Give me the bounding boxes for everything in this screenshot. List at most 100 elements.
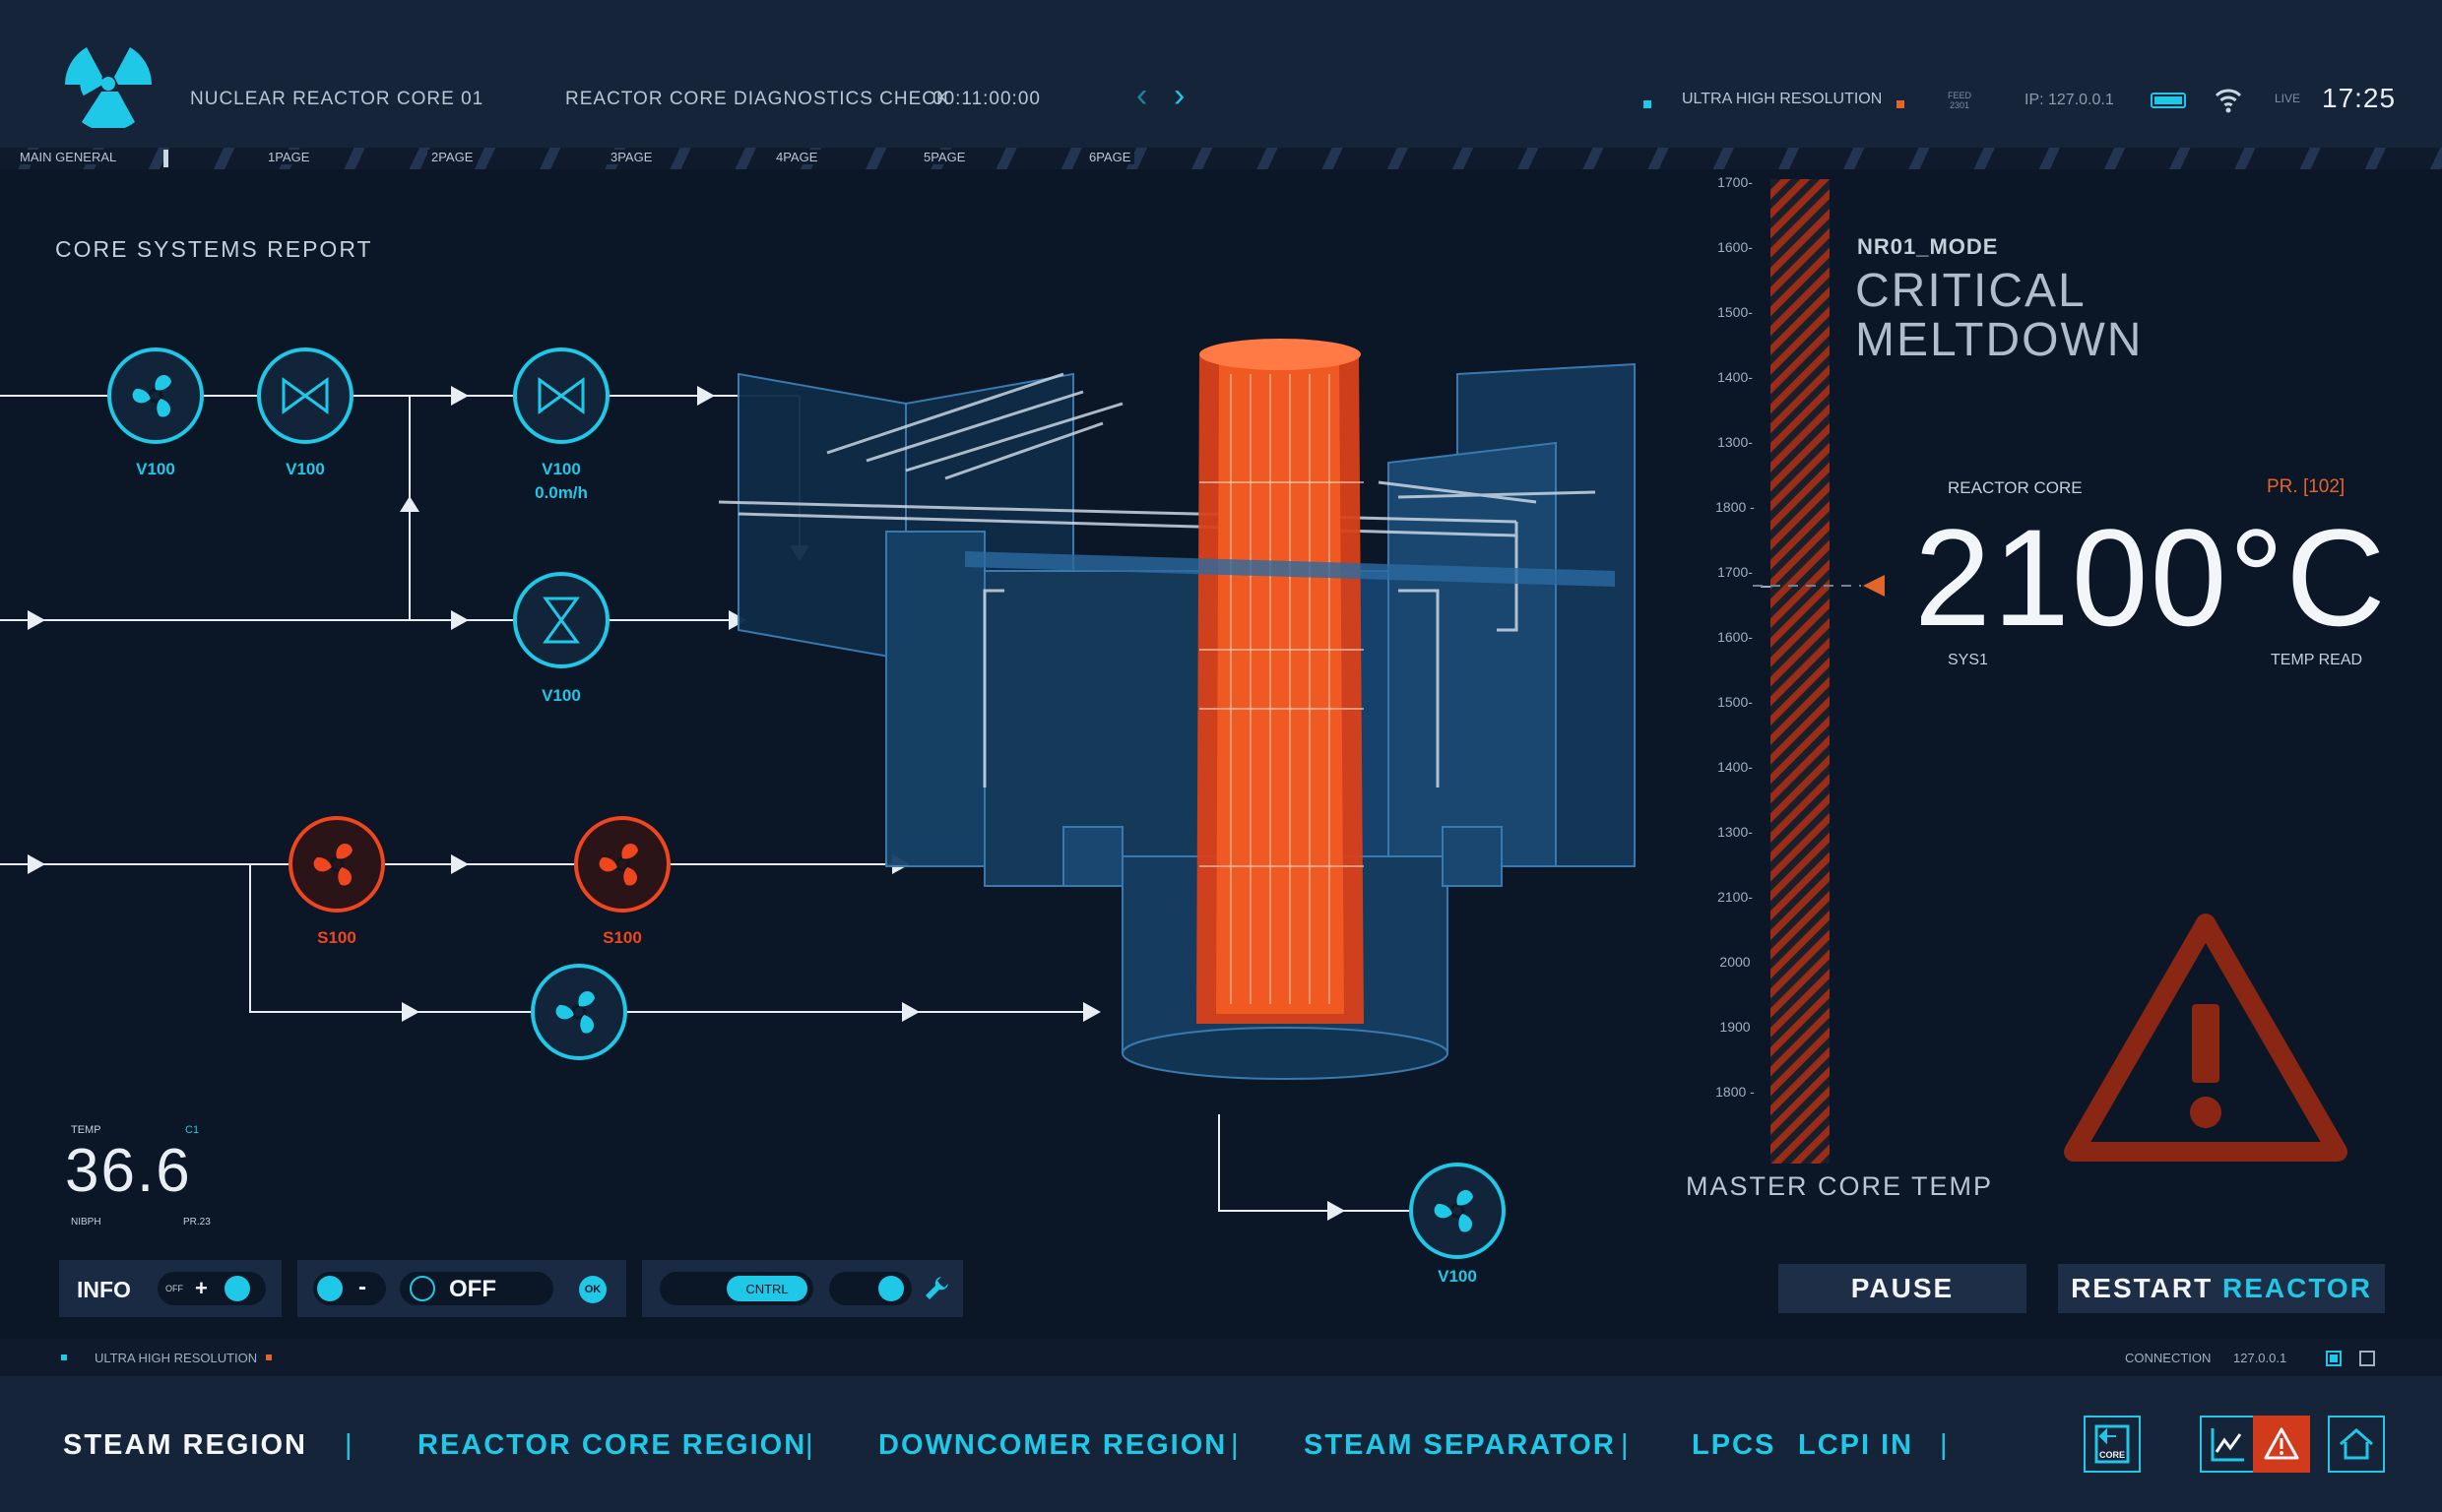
ok-button[interactable]: OK <box>579 1276 607 1303</box>
scale-tick-label: 2000 <box>1719 954 1750 970</box>
power-toggle-ring[interactable] <box>410 1276 435 1301</box>
alert-nav-icon[interactable] <box>2253 1416 2310 1473</box>
restart-label: RESTART <box>2071 1273 2222 1303</box>
cntrl-button[interactable]: CNTRL <box>727 1276 807 1301</box>
chevron-left-icon[interactable]: ‹ <box>1136 77 1148 114</box>
nav-lcpi-in[interactable]: LCPI IN <box>1798 1429 1914 1461</box>
reactor-label: REACTOR <box>2221 1273 2372 1303</box>
battery-fill <box>2154 96 2182 104</box>
page-tab-3[interactable]: 3PAGE <box>607 150 657 164</box>
window-restore-icon[interactable] <box>2326 1351 2342 1366</box>
node-3-flow: 0.0m/h <box>535 483 588 502</box>
status-dot-cyan <box>1643 100 1651 108</box>
nav-downcomer-region[interactable]: DOWNCOMER REGION <box>878 1429 1228 1461</box>
core-icon-label: CORE <box>2099 1450 2125 1460</box>
nav-steam-separator[interactable]: STEAM SEPARATOR <box>1304 1429 1616 1461</box>
diagnostics-timer: 00:11:00:00 <box>932 89 1041 109</box>
channel-label: C1 <box>185 1124 200 1136</box>
resolution-label: ULTRA HIGH RESOLUTION <box>1682 91 1883 107</box>
core-exit-icon: CORE <box>2094 1424 2130 1464</box>
scale-tick-label: 1400- <box>1717 369 1753 385</box>
scale-tick-label: 1800 - <box>1715 1084 1755 1100</box>
valve-node-3[interactable]: V100 0.0m/h <box>513 347 610 502</box>
mode-label: NR01_MODE <box>1857 234 1999 259</box>
plus-icon[interactable]: + <box>195 1276 208 1300</box>
unit-label: NIBPH <box>71 1217 101 1228</box>
scale-tick-label: 1400- <box>1717 759 1753 775</box>
battery-icon <box>2151 93 2186 108</box>
page-indicator <box>163 150 168 167</box>
pr-label: PR.23 <box>183 1217 211 1228</box>
info-label: INFO <box>77 1277 131 1302</box>
mode-value-line-2: MELTDOWN <box>1855 314 2144 366</box>
nav-separator: | <box>345 1429 353 1461</box>
nav-lpcs[interactable]: LPCS <box>1692 1429 1776 1461</box>
reactor-illustration <box>718 339 1636 1080</box>
sys-label: SYS1 <box>1948 652 1988 668</box>
page-tab-4[interactable]: 4PAGE <box>772 150 822 164</box>
core-nav-icon[interactable]: CORE <box>2084 1416 2141 1473</box>
pressure-label: PR. [102] <box>2267 476 2346 497</box>
scale-tick-label: 1600- <box>1717 629 1753 645</box>
reactor-name: NUCLEAR REACTOR CORE 01 <box>190 89 484 109</box>
fan-node-8[interactable]: V100 <box>1409 1163 1506 1282</box>
valve-node-2[interactable]: V100 <box>257 347 353 478</box>
connection-ip: 127.0.0.1 <box>2233 1351 2287 1365</box>
page-tab-1[interactable]: 1PAGE <box>264 150 314 164</box>
scale-tick-label: 1800 - <box>1715 499 1755 515</box>
chart-nav-icon[interactable] <box>2200 1416 2257 1473</box>
node-3-label: V100 <box>542 460 581 478</box>
pause-button[interactable]: PAUSE <box>1778 1264 2026 1313</box>
live-label: LIVE <box>2275 92 2301 105</box>
info-toggle-knob[interactable] <box>225 1276 250 1301</box>
restart-reactor-button[interactable]: RESTART REACTOR <box>2058 1264 2385 1313</box>
fan-node-5-alert[interactable]: S100 <box>289 816 385 947</box>
scale-tick-label: 1900 <box>1719 1019 1750 1035</box>
home-icon <box>2340 1428 2373 1460</box>
wrench-icon[interactable] <box>922 1274 951 1303</box>
hourglass-valve-node-4[interactable]: V100 <box>513 572 610 705</box>
page-tab-2[interactable]: 2PAGE <box>427 150 478 164</box>
scale-tick-label: 1300- <box>1717 434 1753 450</box>
node-5-label: S100 <box>317 928 356 947</box>
status-dot-cyan <box>61 1354 67 1360</box>
section-title: CORE SYSTEMS REPORT <box>55 236 373 262</box>
feed-line-2: 2301 <box>1949 100 1970 110</box>
page-tab-6[interactable]: 6PAGE <box>1085 150 1135 164</box>
fan-node-6-alert[interactable]: S100 <box>574 816 671 947</box>
scale-tick-label: 1600- <box>1717 239 1753 255</box>
temp-hazard-bar <box>1770 179 1830 1164</box>
nav-steam-region[interactable]: STEAM REGION <box>63 1429 307 1461</box>
scale-tick-label: 1700- <box>1717 564 1753 580</box>
page-tab-main[interactable]: MAIN GENERAL <box>16 150 121 164</box>
feed-label: FEED 2301 <box>1948 91 1971 110</box>
nav-reactor-core-region[interactable]: REACTOR CORE REGION <box>418 1429 807 1461</box>
chevron-right-icon[interactable]: › <box>1174 77 1186 114</box>
fan-node-7[interactable] <box>531 964 627 1060</box>
mode-value-line-1: CRITICAL <box>1855 265 2087 317</box>
nav-separator: | <box>1231 1429 1239 1461</box>
info-toggle-off-label: OFF <box>165 1284 183 1293</box>
window-maximize-icon[interactable] <box>2359 1351 2375 1366</box>
node-1-label: V100 <box>136 460 175 478</box>
line-chart-icon <box>2211 1428 2244 1462</box>
page-tab-5[interactable]: 5PAGE <box>920 150 970 164</box>
fan-node-1[interactable]: V100 <box>107 347 204 478</box>
feed-line-1: FEED <box>1948 91 1972 100</box>
minus-icon[interactable]: - <box>358 1274 366 1300</box>
aux-toggle-knob[interactable] <box>878 1276 904 1301</box>
temp-label: TEMP <box>71 1124 101 1136</box>
status-dot-orange <box>266 1354 272 1360</box>
reactor-core-label: REACTOR CORE <box>1948 478 2083 497</box>
scale-tick-label: 2100- <box>1717 889 1753 905</box>
diagnostics-title: REACTOR CORE DIAGNOSTICS CHECK <box>565 89 950 109</box>
page-strip <box>0 148 2442 169</box>
nav-separator: | <box>1621 1429 1629 1461</box>
power-state-label: OFF <box>449 1276 496 1302</box>
core-temp-scale: 1700-1600-1500-1400-1300-1800 -1700-1600… <box>1715 174 1830 1164</box>
level-toggle-knob[interactable] <box>317 1276 343 1301</box>
core-temperature-value: 2100°C <box>1914 500 2388 655</box>
warning-triangle-icon <box>2264 1427 2299 1460</box>
connection-label: CONNECTION <box>2125 1351 2212 1365</box>
home-nav-icon[interactable] <box>2328 1416 2385 1473</box>
